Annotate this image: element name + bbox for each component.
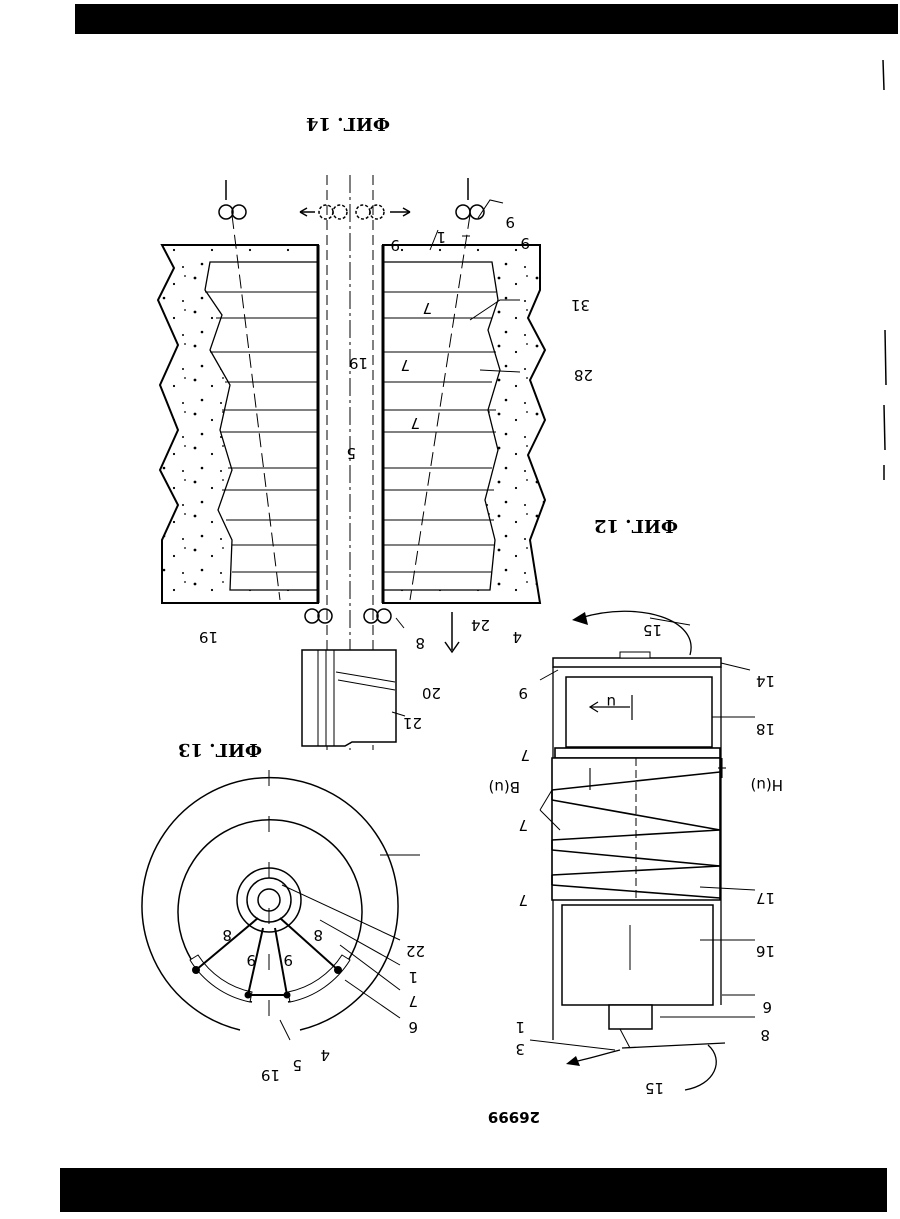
- fig13-label-1: 1: [408, 968, 418, 986]
- fig14-label-31: 31: [571, 296, 590, 314]
- fig12-label-7b: 7: [518, 816, 528, 834]
- fig13-label-9a: 9: [246, 951, 256, 969]
- fig12-label-18: 18: [756, 720, 775, 738]
- fig14-label-19b: 19: [199, 628, 218, 646]
- fig12-label-u: u: [606, 693, 616, 711]
- fig13-outer-ring: [142, 778, 398, 1030]
- fig13-label-5: 5: [292, 1056, 302, 1074]
- fig12-label-7a: 7: [520, 746, 530, 764]
- fig12-label-bu: B(u): [488, 778, 520, 796]
- fig12-label-16: 16: [756, 942, 775, 960]
- fig14-label-9a: 9: [505, 213, 515, 231]
- fig14-label-24: 24: [471, 616, 490, 634]
- fig12-caption: ФИГ. 12: [594, 515, 678, 536]
- fig14-label-7c: 7: [410, 414, 420, 432]
- fig12-plate-14: [553, 658, 721, 667]
- fig14-label-21: 21: [403, 714, 422, 732]
- fig14-label-5: 5: [346, 444, 356, 462]
- page-number: 26999: [488, 1108, 540, 1126]
- fig12-label-17: 17: [756, 889, 775, 907]
- fig12-rotation-arrow-top: [580, 611, 691, 655]
- fig12-block-18: [566, 677, 712, 747]
- fig12-label-15b: 15: [645, 1079, 664, 1097]
- figure-13: ФИГ. 13: [142, 739, 425, 1084]
- fig12-label-8: 8: [760, 1026, 770, 1044]
- fig12-label-3: 3: [515, 1040, 525, 1058]
- fig12-shaft-1: [609, 1005, 652, 1029]
- fig14-label-8: 8: [415, 634, 425, 652]
- fig14-label-7b: 7: [400, 356, 410, 374]
- fig14-label-9b: 9: [520, 234, 530, 252]
- fig13-label-8b: 8: [313, 926, 323, 944]
- fig14-label-4: 4: [512, 628, 522, 646]
- fig13-hatched-band-right: [288, 955, 350, 1002]
- fig14-label-19a: 19: [349, 354, 368, 372]
- fig14-label-1: 1: [436, 228, 446, 246]
- fig13-caption: ФИГ. 13: [178, 739, 262, 760]
- fig14-caption: ФИГ. 14: [306, 113, 390, 134]
- fig14-tool-21: [302, 650, 396, 746]
- edge-marks: [883, 60, 886, 480]
- fig12-shaft-stub: [620, 1029, 630, 1048]
- fig14-label-28: 28: [574, 366, 593, 384]
- fig14-layers: [205, 262, 500, 590]
- fig13-label-19: 19: [261, 1066, 280, 1084]
- fig12-arrowhead-bottom: [566, 1056, 580, 1066]
- fig12-arrowhead-top: [572, 612, 588, 625]
- fig14-arrow-24: [445, 612, 459, 652]
- fig14-top-rollers: [219, 178, 484, 219]
- fig14-label-7a: 7: [422, 299, 432, 317]
- fig14-label-9c: 9: [390, 236, 400, 254]
- fig12-block-16: [562, 905, 713, 1005]
- fig13-label-8a: 8: [222, 926, 232, 944]
- figure-14: ФИГ. 14: [158, 113, 593, 750]
- fig12-label-9: 9: [518, 684, 528, 702]
- fig13-label-6: 6: [408, 1018, 418, 1036]
- fig14-label-20: 20: [422, 684, 441, 702]
- fig13-label-22: 22: [406, 942, 425, 960]
- fig12-label-hu: H(u): [751, 776, 784, 794]
- fig13-label-9b: 9: [283, 951, 293, 969]
- fig12-plate-hub: [620, 652, 650, 658]
- fig13-hatched-band: [190, 955, 252, 1002]
- fig12-label-6: 6: [762, 998, 772, 1016]
- fig13-label-4: 4: [320, 1046, 330, 1064]
- fig12-helix: [552, 748, 720, 900]
- fig12-label-15a: 15: [643, 621, 662, 639]
- fig12-label-1: 1: [515, 1018, 525, 1036]
- fig12-label-7c: 7: [518, 891, 528, 909]
- fig13-label-7: 7: [408, 992, 418, 1010]
- fig12-label-14: 14: [756, 672, 775, 690]
- fig14-bottom-rollers: [305, 609, 391, 623]
